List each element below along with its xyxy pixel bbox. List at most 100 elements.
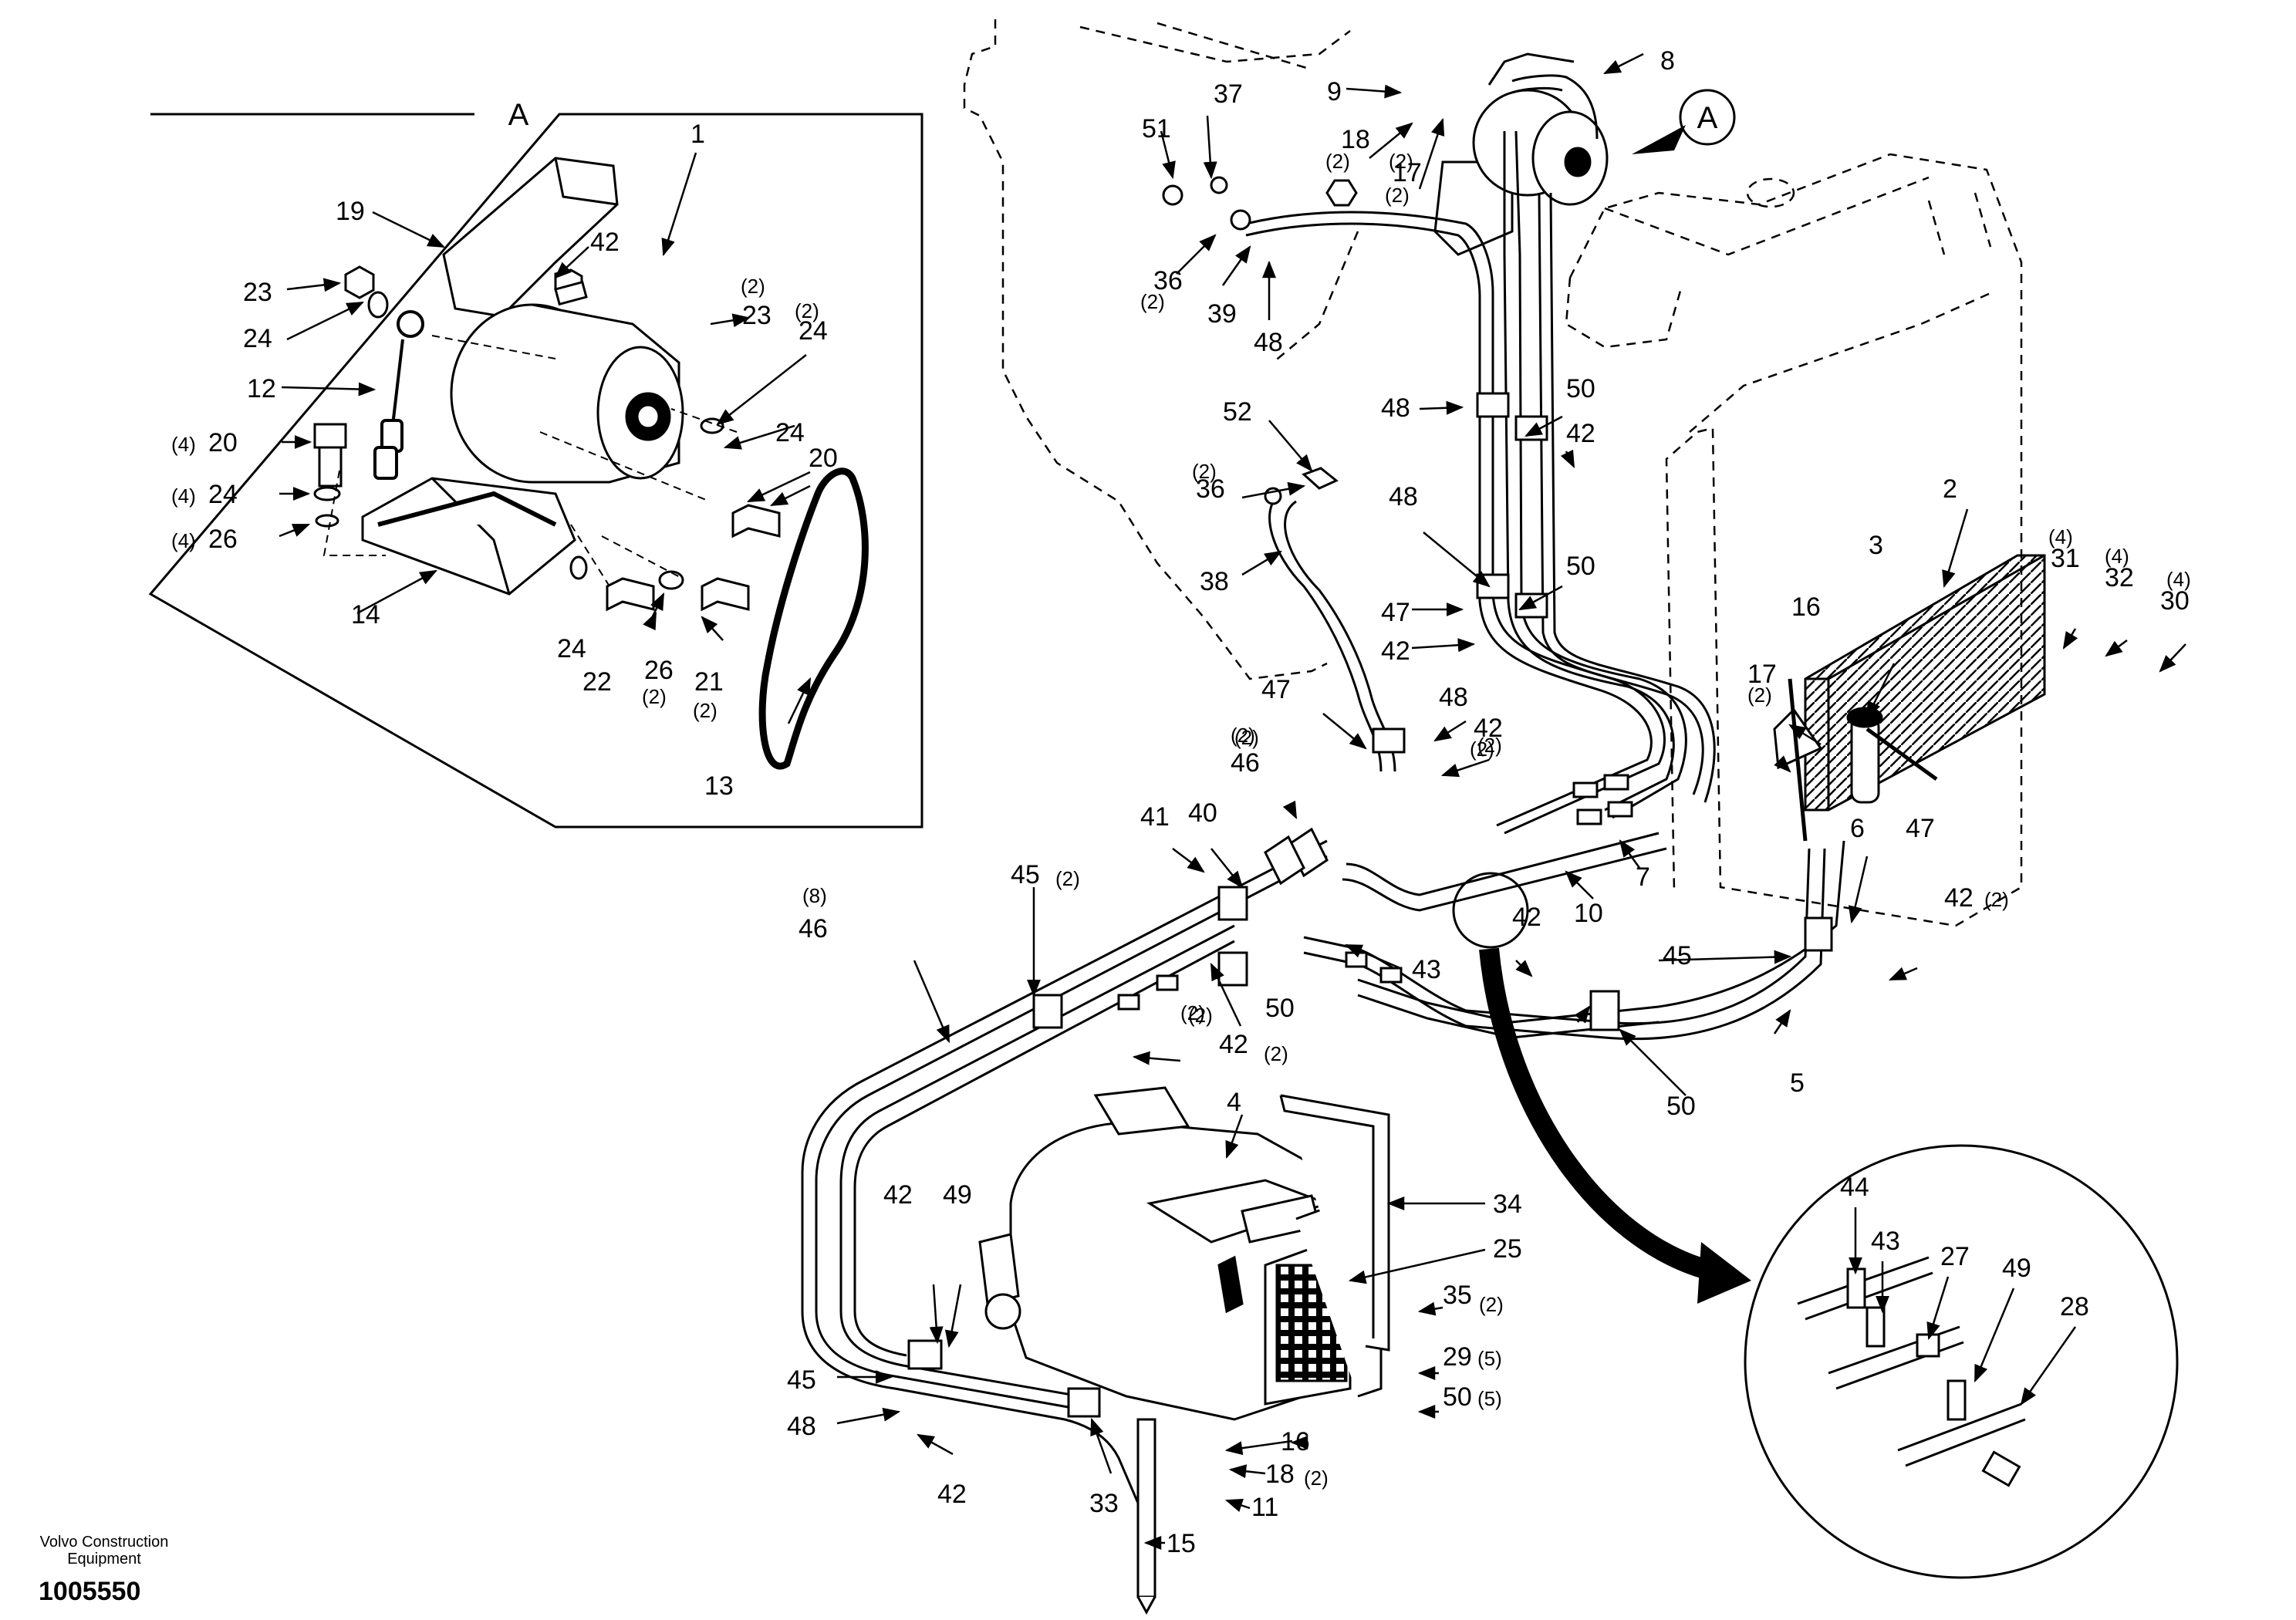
inset-label: A bbox=[508, 98, 529, 132]
qty-31: (4) bbox=[2048, 525, 2073, 548]
view-a-marker bbox=[1679, 89, 1736, 146]
callout-1: 1 bbox=[690, 120, 705, 149]
callout-50-a: 50 bbox=[1566, 374, 1595, 403]
callout-3: 3 bbox=[1869, 531, 1883, 560]
qty-42-e: (2) bbox=[1984, 888, 2009, 911]
callout-26-b: 26 bbox=[644, 656, 674, 685]
callout-21: 21 bbox=[694, 667, 724, 697]
callout-19: 19 bbox=[336, 197, 365, 226]
callout-2: 2 bbox=[1943, 474, 1957, 504]
detail-parts bbox=[1797, 1256, 2026, 1487]
detail-pointer-head bbox=[1697, 1242, 1751, 1304]
qty-49: (5) bbox=[1477, 1387, 1502, 1410]
callout-50-c: 50 bbox=[1666, 1092, 1696, 1121]
qty-24-b: (4) bbox=[171, 484, 196, 508]
callout-13: 13 bbox=[704, 771, 734, 801]
callout-52: 52 bbox=[1223, 397, 1252, 427]
view-a-label: A bbox=[1697, 101, 1718, 135]
qty-18-a: (2) bbox=[1325, 150, 1350, 173]
qty-42-c: (2) bbox=[1470, 737, 1494, 761]
callout-18-a: 18 bbox=[1341, 125, 1370, 154]
inset-detail-a bbox=[148, 113, 923, 829]
dashed-assembly-lines bbox=[322, 335, 738, 587]
callout-38: 38 bbox=[1200, 567, 1229, 596]
callout-42-g: 42 bbox=[883, 1180, 913, 1210]
callout-47-a: 47 bbox=[1381, 598, 1410, 627]
callout-42-f: 42 bbox=[1219, 1030, 1248, 1059]
qty-20-a: (4) bbox=[171, 433, 196, 456]
qty-42-f: (2) bbox=[1180, 1001, 1205, 1024]
manufacturer-line-2: Equipment bbox=[67, 1551, 141, 1568]
callout-42-i: 42 bbox=[590, 228, 620, 257]
callout-48-e: 49 bbox=[2002, 1254, 2031, 1283]
qty-32: (4) bbox=[2105, 545, 2129, 568]
callout-48-a: 48 bbox=[1254, 328, 1283, 357]
drive-belt bbox=[758, 467, 869, 770]
callout-10: 10 bbox=[1574, 899, 1603, 928]
detail-pointer-arrow bbox=[1479, 947, 1723, 1283]
callout-25: 25 bbox=[1493, 1234, 1522, 1264]
callout-49: 50 bbox=[1443, 1382, 1472, 1412]
qty-46-b: (8) bbox=[802, 884, 827, 907]
callout-24-c: 24 bbox=[799, 316, 828, 346]
callout-15: 15 bbox=[1167, 1529, 1196, 1558]
callout-42-h: 42 bbox=[937, 1480, 967, 1509]
callout-16-b: 16 bbox=[1281, 1427, 1310, 1456]
qty-50-d: (2) bbox=[1264, 1042, 1288, 1065]
callout-36-a: 36 bbox=[1153, 266, 1183, 295]
callout-26-a: 26 bbox=[208, 525, 238, 554]
callout-4: 4 bbox=[1227, 1088, 1241, 1117]
qty-36-b: (2) bbox=[1192, 460, 1217, 483]
callout-22: 22 bbox=[582, 667, 612, 697]
callout-9: 9 bbox=[1327, 77, 1342, 106]
callout-28: 28 bbox=[2060, 1292, 2089, 1321]
qty-30: (4) bbox=[2166, 568, 2191, 591]
callout-42-c: 42 bbox=[1474, 714, 1503, 743]
callout-45-a: 45 bbox=[1663, 941, 1692, 970]
engine-outline bbox=[963, 19, 1359, 680]
qty-46-a: (2) bbox=[1231, 724, 1255, 747]
callout-33: 33 bbox=[1089, 1489, 1119, 1518]
callout-20-a: 20 bbox=[208, 428, 238, 457]
callout-45-b: 45 bbox=[1011, 860, 1040, 889]
callout-42-a: 42 bbox=[1566, 419, 1595, 448]
qty-42-g: (2) bbox=[1477, 734, 1502, 757]
callout-36-b: 36 bbox=[1196, 474, 1225, 504]
callout-50-e: 49 bbox=[943, 1180, 972, 1210]
qty-26-a: (4) bbox=[171, 529, 196, 552]
qty-21: (2) bbox=[693, 699, 718, 722]
callout-5: 8 bbox=[1660, 46, 1675, 76]
callout-17-b: 17 bbox=[1747, 660, 1777, 689]
radiator-outline bbox=[1565, 153, 2023, 927]
qty-17-b: (2) bbox=[1747, 683, 1772, 707]
adjust-rod bbox=[373, 310, 424, 480]
qty-26-b: (2) bbox=[642, 685, 667, 708]
callout-45-c: 45 bbox=[787, 1365, 816, 1395]
callout-42-e: 42 bbox=[1944, 883, 1974, 913]
compressor bbox=[450, 303, 684, 484]
compressor-main bbox=[1433, 52, 1609, 256]
qty-36-a: (2) bbox=[1140, 290, 1165, 313]
callout-7: 5 bbox=[1790, 1068, 1805, 1098]
qty-45-b: (2) bbox=[1055, 867, 1080, 890]
callout-47-b: 47 bbox=[1261, 675, 1291, 704]
callout-30: 30 bbox=[2160, 586, 2190, 616]
callout-27: 27 bbox=[1940, 1242, 1970, 1271]
detail-circle bbox=[1744, 1144, 2179, 1579]
callout-24-d: 24 bbox=[775, 418, 805, 447]
callout-35: 35 bbox=[1443, 1281, 1472, 1310]
callout-6: 7 bbox=[1636, 862, 1650, 892]
callout-23-b: 23 bbox=[742, 301, 772, 330]
callout-12: 12 bbox=[247, 374, 276, 403]
callout-50-b: 50 bbox=[1566, 552, 1595, 581]
callout-labels: 8 9 18 17 37 51 36 39 48 48 50 42 52 36 … bbox=[208, 46, 2190, 1558]
receiver-drier bbox=[1773, 678, 1938, 842]
callout-42-b: 42 bbox=[1381, 636, 1410, 666]
clamps bbox=[907, 392, 1833, 1418]
manufacturer-line-1: Volvo Construction bbox=[39, 1534, 169, 1551]
callout-40: 40 bbox=[1188, 798, 1217, 828]
callout-42-d: 42 bbox=[1512, 903, 1541, 932]
callout-47-c: 47 bbox=[1906, 814, 1935, 843]
qty-35: (2) bbox=[1479, 1293, 1504, 1316]
